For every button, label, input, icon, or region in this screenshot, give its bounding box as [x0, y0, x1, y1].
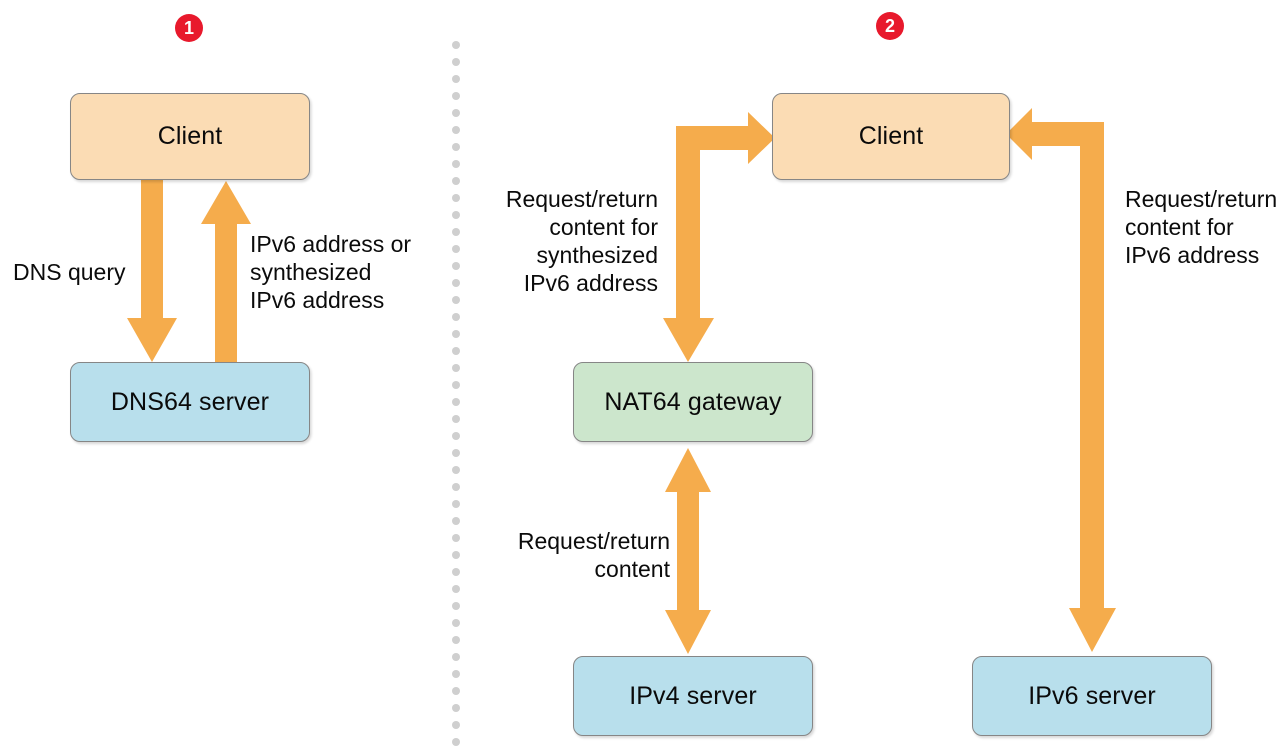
divider-dot	[452, 721, 460, 729]
arrow-client-to-dns64	[127, 180, 177, 362]
divider-dot	[452, 466, 460, 474]
step-badge-1: 1	[175, 14, 203, 42]
divider-dot	[452, 228, 460, 236]
divider-dot	[452, 160, 460, 168]
dotted-vertical-divider	[452, 41, 460, 746]
node-client-left[interactable]: Client	[70, 93, 310, 180]
divider-dot	[452, 143, 460, 151]
divider-dot	[452, 296, 460, 304]
divider-dot	[452, 619, 460, 627]
divider-dot	[452, 432, 460, 440]
label-ipv6-or-synthesized: IPv6 address or synthesized IPv6 address	[250, 231, 412, 314]
divider-dot	[452, 415, 460, 423]
divider-dot	[452, 636, 460, 644]
divider-dot	[452, 364, 460, 372]
divider-dot	[452, 500, 460, 508]
step-badge-2: 2	[876, 12, 904, 40]
divider-dot	[452, 653, 460, 661]
node-client-right[interactable]: Client	[772, 93, 1010, 180]
label-synthesized-content: Request/return content for synthesized I…	[505, 186, 658, 297]
divider-dot	[452, 585, 460, 593]
divider-dot	[452, 738, 460, 746]
divider-dot	[452, 279, 460, 287]
divider-dot	[452, 211, 460, 219]
divider-dot	[452, 313, 460, 321]
divider-dot	[452, 483, 460, 491]
divider-dot	[452, 92, 460, 100]
label-request-return-content: Request/return content	[517, 528, 670, 583]
node-ipv6-server[interactable]: IPv6 server	[972, 656, 1212, 736]
divider-dot	[452, 330, 460, 338]
divider-dot	[452, 704, 460, 712]
divider-dot	[452, 177, 460, 185]
divider-dot	[452, 551, 460, 559]
node-nat64-gateway[interactable]: NAT64 gateway	[573, 362, 813, 442]
divider-dot	[452, 687, 460, 695]
divider-dot	[452, 602, 460, 610]
arrow-dns64-to-client	[201, 181, 251, 362]
divider-dot	[452, 126, 460, 134]
node-ipv4-server[interactable]: IPv4 server	[573, 656, 813, 736]
divider-dot	[452, 347, 460, 355]
divider-dot	[452, 381, 460, 389]
node-dns64-server[interactable]: DNS64 server	[70, 362, 310, 442]
divider-dot	[452, 75, 460, 83]
divider-dot	[452, 568, 460, 576]
divider-dot	[452, 517, 460, 525]
divider-dot	[452, 194, 460, 202]
divider-dot	[452, 41, 460, 49]
divider-dot	[452, 670, 460, 678]
divider-dot	[452, 245, 460, 253]
divider-dot	[452, 398, 460, 406]
divider-dot	[452, 534, 460, 542]
arrow-nat64-to-client-elbow	[663, 112, 775, 362]
divider-dot	[452, 58, 460, 66]
label-ipv6-content: Request/return content for IPv6 address	[1125, 186, 1278, 269]
label-dns-query: DNS query	[13, 259, 126, 285]
divider-dot	[452, 109, 460, 117]
divider-dot	[452, 449, 460, 457]
arrow-ipv6-to-client-elbow	[1006, 108, 1116, 652]
arrow-nat64-ipv4-bidirectional	[665, 448, 711, 654]
divider-dot	[452, 262, 460, 270]
